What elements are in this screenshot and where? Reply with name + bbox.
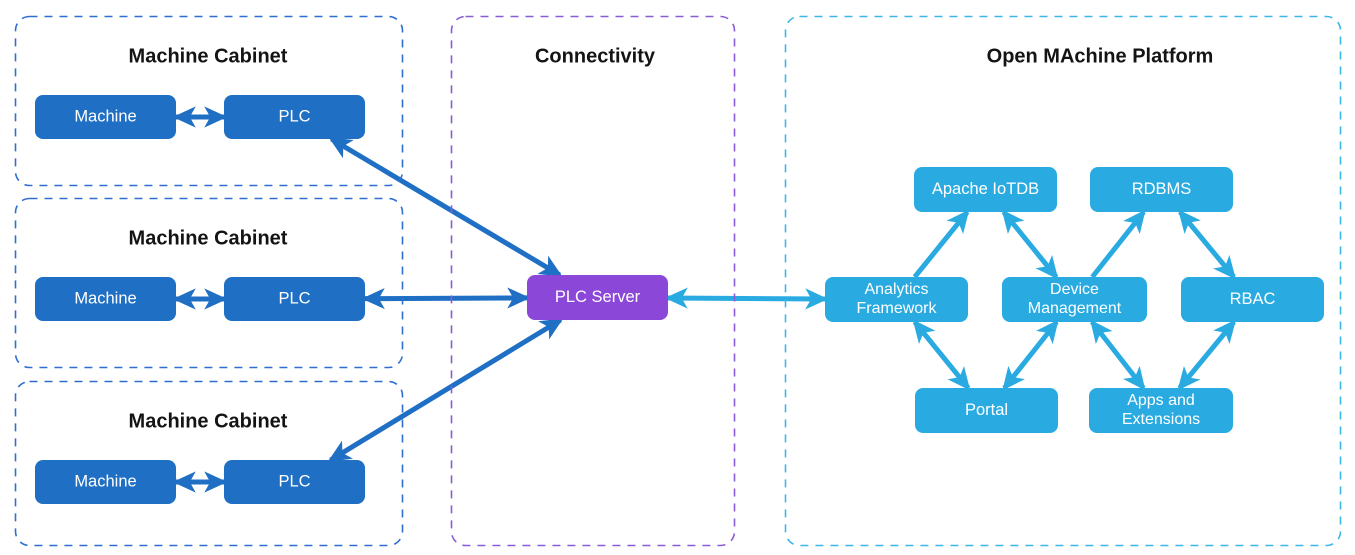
node-label-apps-and-extensions: Apps and: [1127, 392, 1195, 409]
group-title-machine-cabinet-3: Machine Cabinet: [129, 410, 288, 432]
node-box-machine-1[interactable]: [35, 95, 176, 139]
node-box-plc-server[interactable]: [527, 275, 668, 320]
node-label-apps-and-extensions: Extensions: [1122, 411, 1200, 428]
node-box-plc-2[interactable]: [224, 277, 365, 321]
node-label-rdbms: RDBMS: [1132, 180, 1192, 198]
node-box-plc-1[interactable]: [224, 95, 365, 139]
connector-device-rdbms: [1090, 209, 1146, 279]
node-rbac[interactable]: RBAC: [1181, 277, 1324, 322]
node-plc-1[interactable]: PLC: [224, 95, 365, 139]
node-box-portal[interactable]: [915, 388, 1058, 433]
connector-rbac-apps: [1177, 319, 1237, 391]
node-rdbms[interactable]: RDBMS: [1090, 167, 1233, 212]
node-label-analytics-framework: Analytics: [864, 281, 928, 298]
node-label-rbac: RBAC: [1230, 290, 1276, 308]
node-box-plc-3[interactable]: [224, 460, 365, 504]
node-label-plc-2: PLC: [278, 289, 310, 307]
node-box-rbac[interactable]: [1181, 277, 1324, 322]
node-label-analytics-framework: Framework: [856, 300, 937, 317]
node-label-apache-iotdb: Apache IoTDB: [932, 180, 1039, 198]
connector-device-apps: [1090, 319, 1146, 391]
connector-device-iotdb: [1001, 209, 1059, 280]
connector-plc3-plcserver: [327, 317, 564, 463]
group-container-machine-cabinet-1: [14, 15, 404, 187]
node-machine-1[interactable]: Machine: [35, 95, 176, 139]
node-box-analytics-framework[interactable]: [825, 277, 968, 322]
node-box-rdbms[interactable]: [1090, 167, 1233, 212]
node-portal[interactable]: Portal: [915, 388, 1058, 433]
group-container-open-machine-platform: [784, 15, 1342, 547]
node-label-device-management: Device: [1050, 281, 1099, 298]
group-title-open-machine-platform: Open MAchine Platform: [987, 45, 1214, 67]
node-box-machine-3[interactable]: [35, 460, 176, 504]
node-machine-2[interactable]: Machine: [35, 277, 176, 321]
node-box-apps-and-extensions[interactable]: [1089, 388, 1233, 433]
group-container-connectivity: [450, 15, 736, 547]
node-label-machine-1: Machine: [74, 107, 136, 125]
connector-plc1-plcserver: [328, 136, 563, 278]
node-label-machine-2: Machine: [74, 289, 136, 307]
node-box-machine-2[interactable]: [35, 277, 176, 321]
connector-plc2-plcserver: [361, 287, 531, 310]
group-title-machine-cabinet-1: Machine Cabinet: [129, 45, 288, 67]
node-plc-2[interactable]: PLC: [224, 277, 365, 321]
node-label-plc-3: PLC: [278, 472, 310, 490]
node-machine-3[interactable]: Machine: [35, 460, 176, 504]
group-container-machine-cabinet-2: [14, 197, 404, 369]
node-plc-3[interactable]: PLC: [224, 460, 365, 504]
connector-rbac-rdbms: [1178, 209, 1236, 280]
node-plc-server[interactable]: PLC Server: [527, 275, 668, 320]
group-title-connectivity: Connectivity: [535, 45, 656, 67]
node-label-machine-3: Machine: [74, 472, 136, 490]
connector-analytics-iotdb: [912, 209, 970, 279]
connector-analytics-portal: [912, 319, 971, 391]
node-label-plc-server: PLC Server: [555, 288, 641, 306]
connector-device-portal: [1002, 319, 1059, 391]
node-box-apache-iotdb[interactable]: [914, 167, 1057, 212]
node-apache-iotdb[interactable]: Apache IoTDB: [914, 167, 1057, 212]
group-title-machine-cabinet-2: Machine Cabinet: [129, 227, 288, 249]
connector-plcserver-analytics: [664, 287, 829, 310]
node-box-device-management[interactable]: [1002, 277, 1147, 322]
node-label-device-management: Management: [1028, 300, 1122, 317]
node-label-plc-1: PLC: [278, 107, 310, 125]
node-label-portal: Portal: [965, 401, 1008, 419]
